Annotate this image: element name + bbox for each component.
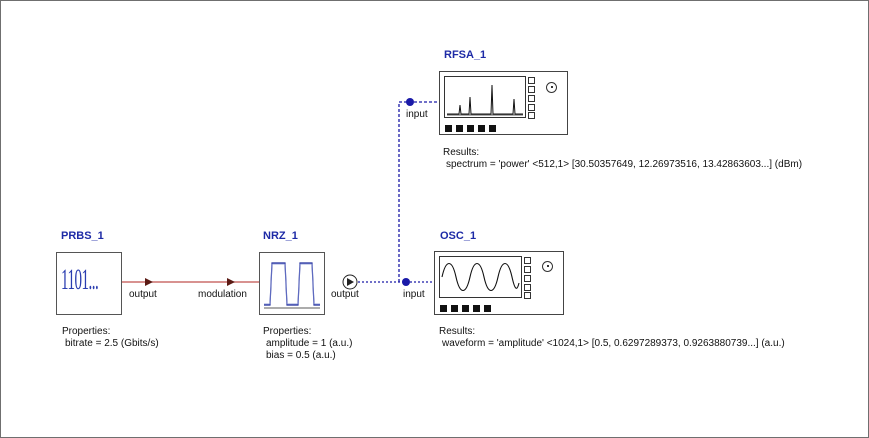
osc-sine-icon <box>441 262 520 292</box>
rfsa-screen <box>444 76 526 118</box>
rfsa-spectrum-icon <box>447 84 523 116</box>
osc-input-port[interactable] <box>402 278 410 286</box>
osc-screen <box>439 256 522 298</box>
nrz-property-amplitude: amplitude = 1 (a.u.) <box>266 338 353 349</box>
rfsa-block[interactable] <box>439 71 568 135</box>
rfsa-input-port[interactable] <box>406 98 414 106</box>
nrz-pulse-icon <box>264 262 320 309</box>
rfsa-result-spectrum: spectrum = 'power' <512,1> [30.50357649,… <box>446 159 803 170</box>
osc-input-label: input <box>403 289 425 300</box>
rfsa-input-label: input <box>406 109 428 120</box>
prbs-output-label: output <box>129 289 157 300</box>
nrz-output-label: output <box>331 289 359 300</box>
prbs-title: PRBS_1 <box>61 230 104 242</box>
nrz-properties-header: Properties: <box>263 326 312 337</box>
arrow-prbs-output <box>145 278 153 286</box>
arrow-nrz-modulation <box>227 278 235 286</box>
osc-results-header: Results: <box>439 326 476 337</box>
rfsa-results-header: Results: <box>443 147 480 158</box>
prbs-property-bitrate: bitrate = 2.5 (Gbits/s) <box>65 338 159 349</box>
nrz-block[interactable] <box>259 252 325 315</box>
prbs-block[interactable]: 1101... <box>56 252 122 315</box>
osc-result-waveform: waveform = 'amplitude' <1024,1> [0.5, 0.… <box>442 338 785 349</box>
osc-block[interactable] <box>434 251 564 315</box>
prbs-glyph: 1101... <box>61 263 99 296</box>
osc-title: OSC_1 <box>440 230 477 242</box>
rfsa-title: RFSA_1 <box>444 49 487 61</box>
prbs-properties-header: Properties: <box>62 326 111 337</box>
osc-knob-icon <box>542 261 553 272</box>
nrz-title: NRZ_1 <box>263 230 298 242</box>
rfsa-knob-icon <box>546 82 557 93</box>
nrz-modulation-label: modulation <box>198 289 247 300</box>
nrz-property-bias: bias = 0.5 (a.u.) <box>266 350 336 361</box>
